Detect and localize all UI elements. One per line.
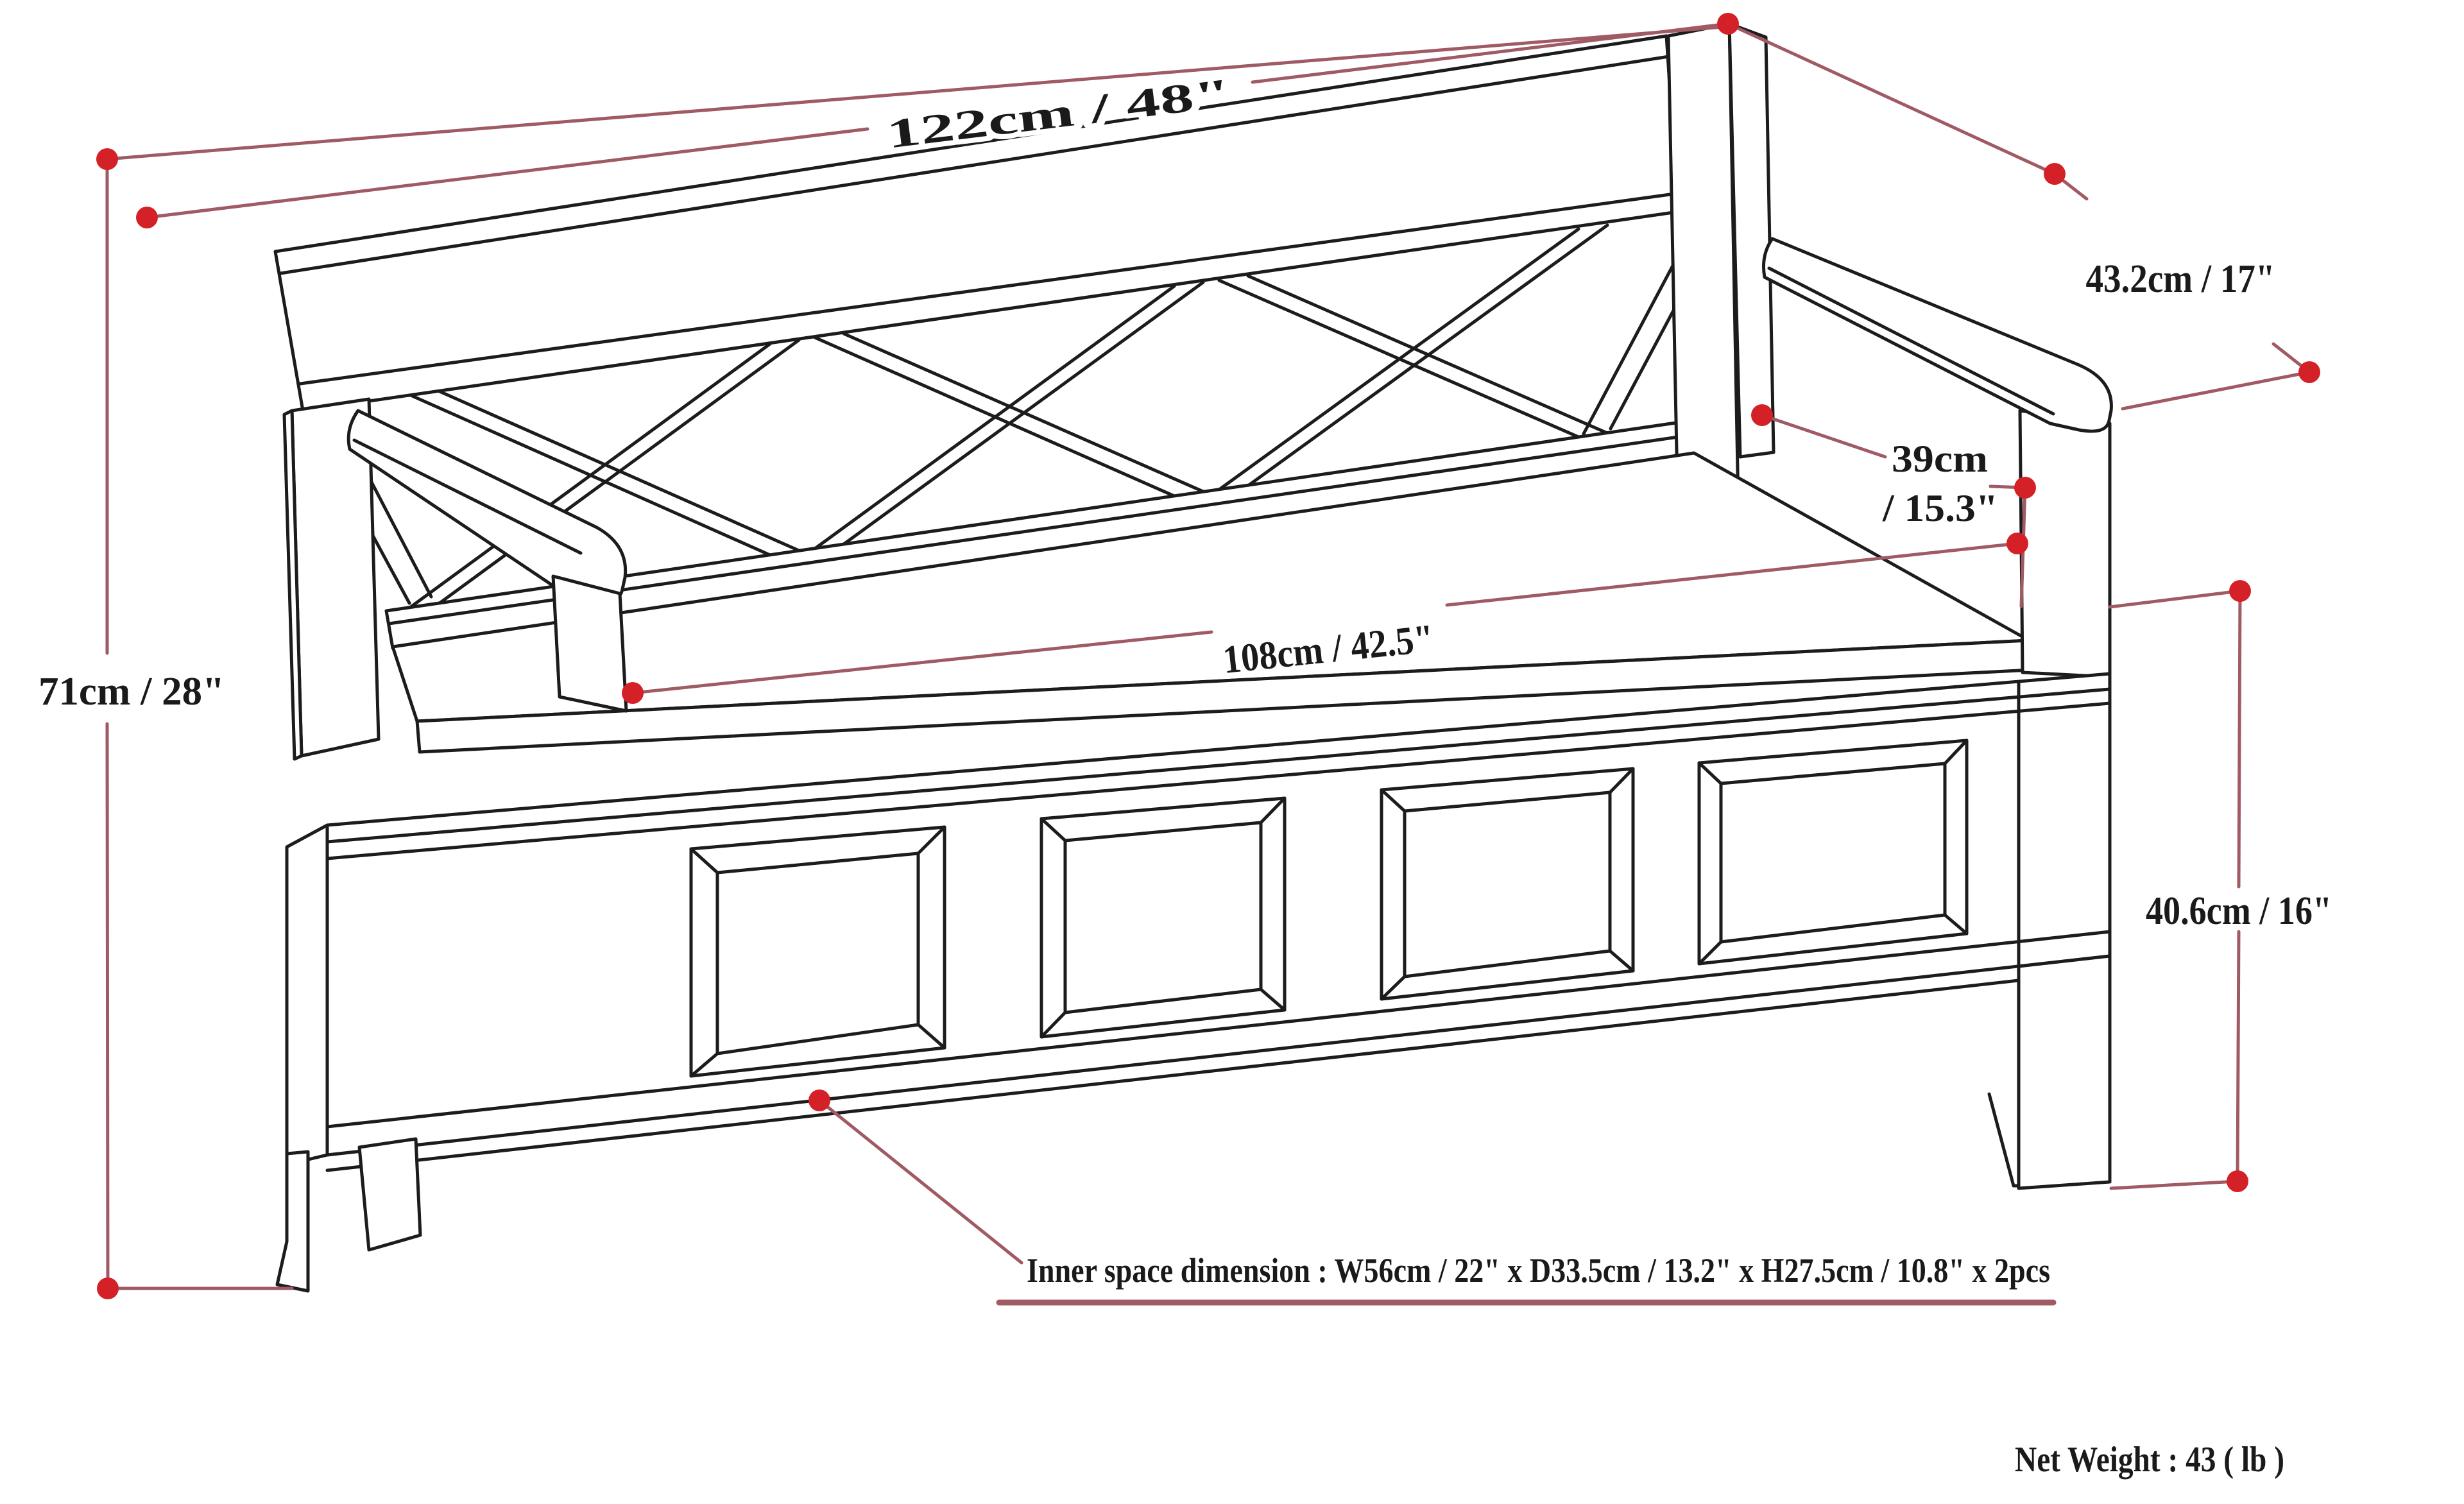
back-lattice [306, 223, 1687, 609]
bench-line-drawing [273, 22, 2113, 1293]
dim-overall-depth-label: 43.2cm / 17" [2086, 257, 2275, 301]
dim-seatheight-line-upper [2237, 589, 2242, 889]
dim-height-line-lower [105, 722, 110, 1290]
left-back-post [282, 397, 381, 761]
dim-overall-height-label: 71cm / 28" [38, 670, 225, 714]
dot-depth-bottom [2298, 361, 2320, 383]
dot-width-left [136, 207, 158, 228]
back-left-leg [357, 1137, 422, 1252]
dim-seatheight-line-lower [2236, 930, 2241, 1183]
dim-seatheight-tie-bottom [2109, 1179, 2239, 1190]
front-panel-1 [689, 825, 946, 1078]
dot-width-right [1717, 13, 1739, 35]
dim-backrest-height-label-line2: / 15.3" [1882, 487, 1998, 529]
left-armrest [346, 409, 628, 713]
dim-seatwidth-line-right [1445, 542, 2019, 607]
right-armrest [1762, 237, 2113, 433]
front-right-leg [2017, 954, 2112, 1190]
dim-width-line-right [1251, 22, 1730, 84]
dim-seat-height-label: 40.6cm / 16" [2146, 889, 2332, 933]
dim-seatwidth-line-left [631, 630, 1213, 695]
dot-seatwidth-left [622, 682, 644, 704]
front-panel-3 [1380, 767, 1635, 1001]
dot-seatheight-top [2229, 580, 2251, 602]
dot-seatheight-bottom [2227, 1170, 2248, 1192]
dot-backrest-top [2014, 477, 2036, 499]
inner-space-leader [817, 1098, 1023, 1265]
dim-backrest-leader-left [1760, 413, 1887, 459]
dim-width-line-left [145, 127, 869, 219]
dot-height-bottom [97, 1278, 119, 1299]
dim-depth-tie [1726, 22, 2057, 176]
dim-height-tie-top [105, 25, 1725, 161]
dot-inner-space [809, 1090, 830, 1111]
right-armrest-post [2018, 409, 2112, 679]
dim-backrest-height-label-line1: 39cm [1892, 438, 1988, 480]
dimension-dots [96, 13, 2320, 1299]
dot-depth-top [2044, 163, 2066, 185]
dot-height-top [96, 148, 118, 170]
box-left-side [285, 823, 329, 1166]
inner-space-note: Inner space dimension : W56cm / 22" x D3… [1027, 1251, 2050, 1290]
dim-depth-tie-lower [2121, 370, 2311, 411]
front-panel-4 [1697, 739, 1969, 966]
net-weight-note: Net Weight : 43 ( lb ) [2015, 1440, 2284, 1480]
dot-backrest-rail [1751, 404, 1773, 426]
front-panel-2 [1040, 796, 1287, 1039]
dot-backrest-seat [2006, 533, 2028, 554]
dimension-lines [105, 22, 2311, 1306]
dim-seatheight-tie-top [2108, 589, 2242, 609]
